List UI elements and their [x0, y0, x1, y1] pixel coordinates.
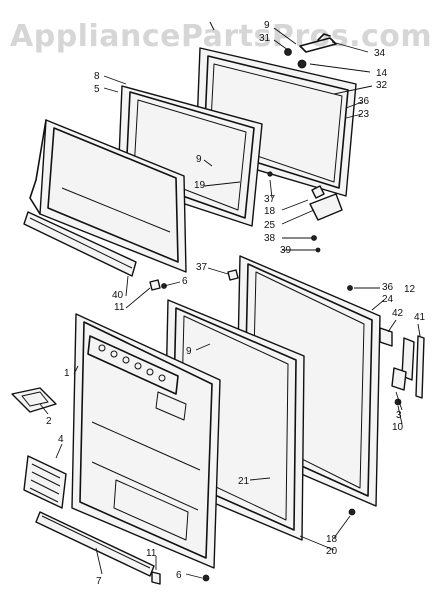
callout-14: 14 — [376, 68, 388, 79]
callout-36: 36 — [358, 96, 370, 107]
callout-6: 6 — [182, 276, 188, 287]
callout-24: 24 — [382, 294, 394, 305]
callout-25: 25 — [264, 220, 276, 231]
callout-12: 12 — [404, 284, 416, 295]
freezer-trim-strip — [23, 211, 137, 277]
callout-20: 20 — [326, 546, 338, 557]
callout-23: 23 — [358, 109, 370, 120]
callout-10: 10 — [392, 422, 404, 433]
cabinet-liner — [71, 313, 221, 569]
leader-lines — [39, 27, 421, 579]
callout-5: 5 — [94, 84, 100, 95]
lower-hinge-assembly — [379, 327, 425, 406]
callout-37: 37 — [264, 194, 276, 205]
callout-6: 6 — [176, 570, 182, 581]
callout-36: 36 — [382, 282, 394, 293]
watermark-text: AppliancePartsPros.com — [10, 19, 432, 54]
callout-18: 18 — [326, 534, 338, 545]
callout-7: 7 — [96, 576, 102, 587]
callout-21: 21 — [238, 476, 250, 487]
callout-39: 39 — [280, 245, 292, 256]
callout-2: 2 — [46, 416, 52, 427]
freezer-compartment-liner — [29, 119, 187, 273]
callout-9: 9 — [264, 20, 270, 31]
toe-grille — [23, 455, 67, 509]
callout-18: 18 — [264, 206, 276, 217]
callout-42: 42 — [392, 308, 404, 319]
callout-34: 34 — [374, 48, 386, 59]
callout-4: 4 — [58, 434, 64, 445]
callout-19: 19 — [194, 180, 206, 191]
callout-9: 9 — [196, 154, 202, 165]
callout-8: 8 — [94, 71, 100, 82]
shelf-bracket — [11, 387, 57, 413]
callout-38: 38 — [264, 233, 276, 244]
callout-37: 37 — [196, 262, 208, 273]
fasteners-center — [149, 185, 343, 291]
callout-11: 11 — [146, 548, 157, 559]
callout-3: 3 — [396, 410, 402, 421]
callout-31: 31 — [259, 33, 271, 44]
bottom-trim-strip — [35, 511, 210, 585]
callout-11: 11 — [114, 302, 125, 313]
callout-9: 9 — [186, 346, 192, 357]
callout-40: 40 — [112, 290, 124, 301]
callout-41: 41 — [414, 312, 426, 323]
callout-1: 1 — [64, 368, 70, 379]
callout-32: 32 — [376, 80, 388, 91]
callout-labels: 9 31 34 14 32 8 5 36 23 9 19 37 18 25 38… — [46, 20, 426, 587]
